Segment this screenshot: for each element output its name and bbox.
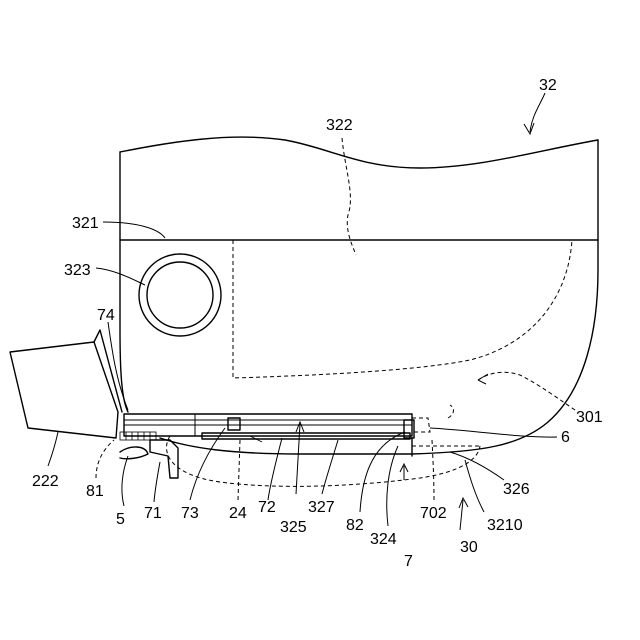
label-6: 6: [561, 429, 570, 446]
label-7: 7: [404, 553, 413, 570]
label-323: 323: [64, 262, 91, 279]
left-member-222: [10, 330, 122, 438]
left-hardware: [120, 432, 178, 478]
label-702: 702: [420, 505, 447, 522]
label-322: 322: [326, 117, 353, 134]
label-74: 74: [97, 307, 115, 324]
label-5: 5: [116, 511, 125, 528]
label-81: 81: [86, 483, 104, 500]
label-326: 326: [503, 481, 530, 498]
label-82: 82: [346, 517, 364, 534]
label-327: 327: [308, 499, 335, 516]
inner-region-dashed: [233, 240, 572, 378]
label-73: 73: [181, 505, 199, 522]
reference-labels: 32 322 321 323 74 301 6 222 81 5 71 73 2…: [32, 77, 603, 570]
label-324: 324: [370, 531, 397, 548]
label-32: 32: [539, 77, 557, 94]
housing-body: [120, 137, 598, 454]
label-72: 72: [258, 499, 276, 516]
leader-lines: [48, 93, 575, 530]
label-30: 30: [460, 539, 478, 556]
label-222: 222: [32, 473, 59, 490]
label-325: 325: [280, 519, 307, 536]
label-3210: 3210: [487, 517, 523, 534]
label-301: 301: [576, 409, 603, 426]
circular-port: [139, 254, 221, 336]
rail-assembly: [124, 405, 454, 442]
label-321: 321: [72, 215, 99, 232]
label-24: 24: [229, 505, 247, 522]
label-71: 71: [144, 505, 162, 522]
